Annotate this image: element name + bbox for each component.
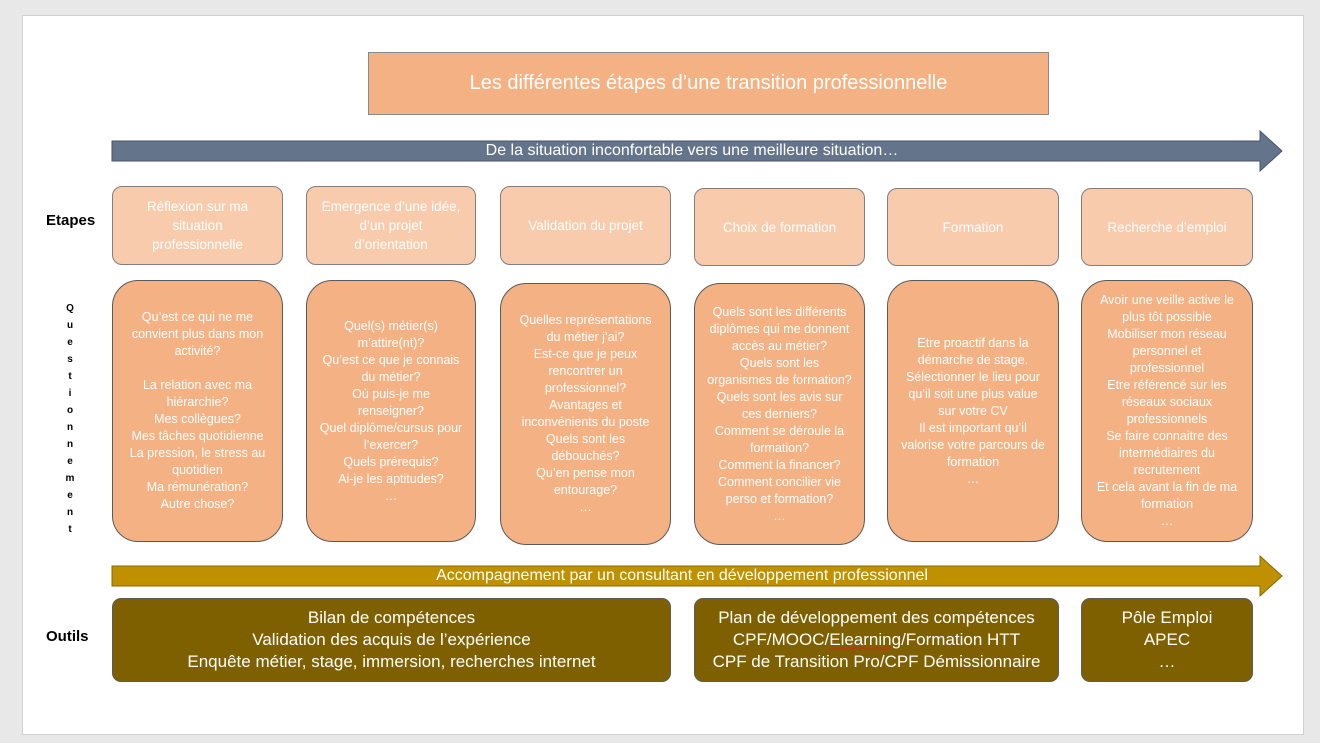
vertical-letter: n [66,507,74,518]
question-line: Se faire connaitre des intermédiaires du… [1106,429,1228,477]
vertical-letter: Q [66,303,74,314]
question-line: Où puis-je me renseigner? [352,386,430,418]
top-arrow-text: De la situation inconfortable vers une m… [485,142,899,159]
question-line: Quelles représentations du métier j’ai? [519,313,652,344]
question-line: Qu’est ce que je connais du métier? [322,352,460,384]
tools-orientation: Bilan de compétences Validation des acqu… [112,598,671,682]
stage-recherche-emploi: Recherche d’emploi [1081,188,1253,266]
tool-line: CPF/MOOC/Elearning/Formation HTT [732,630,1021,649]
tool-line: Enquête métier, stage, immersion, recher… [187,652,596,671]
question-line: Autre chose? [160,497,235,511]
tool-line: Bilan de compétences [307,608,476,627]
stage-formation: Formation [887,188,1059,266]
vertical-letter: m [65,473,75,484]
label-etapes: Etapes [46,212,96,229]
question-line: Comment se déroule la formation? [714,423,845,455]
question-line: … [384,488,398,503]
question-line: Quels sont les organismes de formation? [707,355,852,387]
tool-line: Validation des acquis de l’expérience [252,630,531,649]
question-line: La pression, le stress au quotidien [129,446,266,477]
vertical-letter: e [67,337,73,348]
questions-emergence: Quel(s) métier(s) m’attire(nt)?Qu’est ce… [306,280,476,542]
tools-emploi: Pôle Emploi APEC … [1081,598,1253,682]
stage-reflexion: Réflexion sur ma situation professionnel… [112,186,283,265]
question-line: La relation avec ma hiérarchie? [142,378,253,409]
label-outils: Outils [46,628,89,645]
question-line: Quel diplôme/cursus pour l’exercer? [319,420,463,452]
questions-choix-formation: Quels sont les différents diplômes qui m… [694,283,865,545]
tool-line: CPF de Transition Pro/CPF Démissionnaire [712,652,1041,671]
vertical-letter: o [66,405,74,416]
question-line: Avoir une veille active le plus tôt poss… [1100,293,1234,324]
tool-line: Pôle Emploi [1121,608,1213,627]
questions-reflexion: Qu’est ce qui ne me convient plus dans m… [112,280,283,542]
questions-validation: Quelles représentations du métier j’ai?E… [500,283,671,545]
question-line: Mes collègues? [154,412,241,426]
tool-line: … [1158,652,1176,671]
bottom-arrow [111,555,1283,597]
tool-line: APEC [1143,630,1191,649]
bottom-arrow-text: Accompagnement par un consultant en déve… [436,567,928,584]
spellcheck-word: Elearning [829,630,902,649]
question-line: Qu’est ce qui ne me convient plus dans m… [131,310,264,358]
diagram-title: Les différentes étapes d’une transition … [368,52,1049,115]
top-arrow [111,130,1283,172]
question-line: Comment la financer? [718,457,841,472]
question-line: Sélectionner le lieu pour qu’il soit une… [905,369,1041,418]
question-line: … [579,500,592,514]
question-line: … [966,471,980,486]
vertical-letter: i [68,388,72,399]
vertical-letter: s [67,354,73,365]
question-line: Et cela avant la fin de ma formation [1096,480,1238,511]
question-line: Comment concilier vie perso et formation… [718,474,841,506]
question-line: Il est important qu’il valorise votre pa… [901,420,1045,469]
stage-validation: Validation du projet [500,186,671,265]
question-line: Qu’en pense mon entourage? [536,466,635,497]
stage-choix-formation: Choix de formation [694,188,865,266]
question-line: Quels sont les débouchés? [545,432,626,463]
question-line: Avantages et inconvénients du poste [521,398,650,429]
vertical-letter: u [66,320,74,331]
vertical-letter: n [66,439,74,450]
vertical-letter: t [68,524,72,535]
question-line: Quel(s) métier(s) m’attire(nt)? [344,318,438,350]
question-line: Quels sont les avis sur ces derniers? [716,389,843,421]
question-line: … [773,508,786,523]
tools-formation: Plan de développement des compétences CP… [694,598,1059,682]
question-line: Ma rémunération? [146,480,249,494]
questions-recherche-emploi: Avoir une veille active le plus tôt poss… [1081,280,1253,542]
question-line: Ai-je les aptitudes? [338,471,444,486]
vertical-letter: t [68,371,72,382]
vertical-letter: e [67,456,73,467]
question-line: Mes tâches quotidienne [131,429,264,443]
question-line: Etre proactif dans la démarche de stage. [917,335,1029,367]
question-line: Mobiliser mon réseau personnel et profes… [1107,327,1227,375]
question-line: … [1160,514,1174,528]
vertical-letter: n [66,422,74,433]
questions-formation: Etre proactif dans la démarche de stage.… [887,280,1059,542]
question-line: Quels prérequis? [343,454,439,469]
question-line: Etre référencé sur les réseaux sociaux p… [1107,378,1227,426]
stage-emergence: Emergence d’une idée, d’un projet d’orie… [306,186,476,265]
vertical-letter: e [67,490,73,501]
tool-line: Plan de développement des compétences [718,608,1035,627]
question-line: Quels sont les différents diplômes qui m… [709,304,850,353]
question-line: Est-ce que je peux rencontrer un profess… [533,347,638,395]
